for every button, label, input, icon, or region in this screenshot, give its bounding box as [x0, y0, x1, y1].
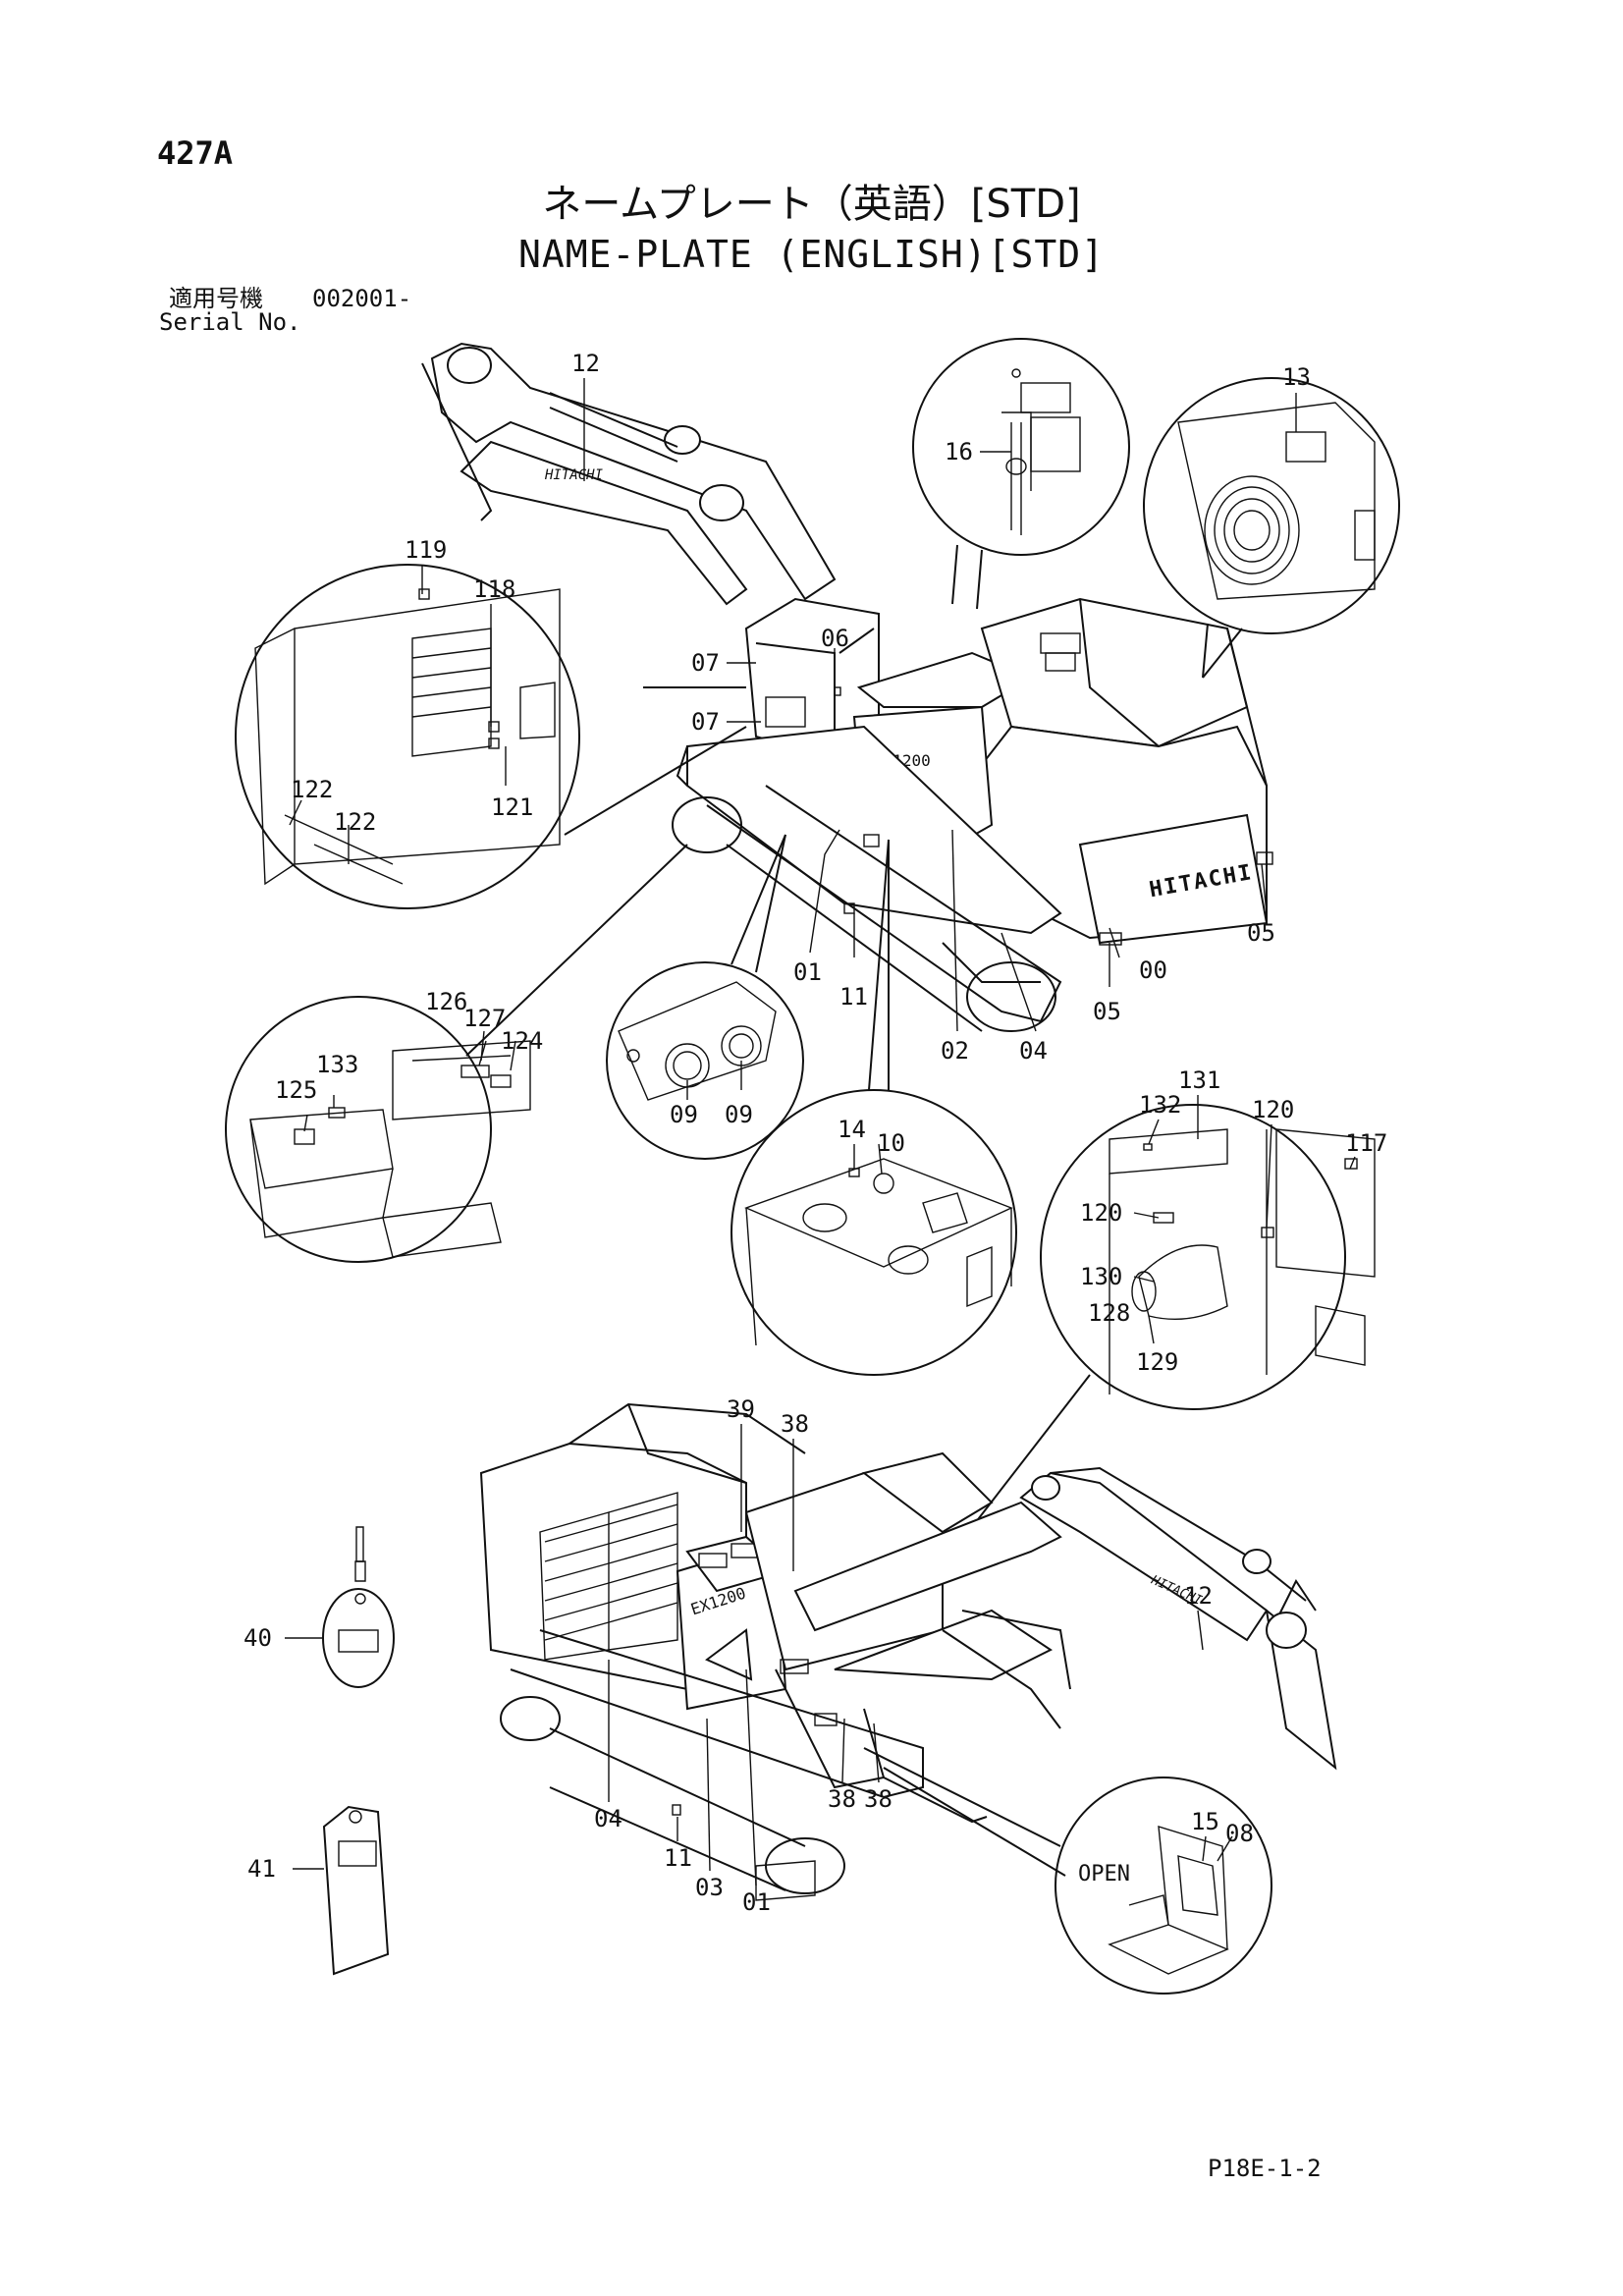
page-number: 427A [157, 135, 234, 172]
upper-excavator-drawing: HITACHI EX1200 HITACHI [421, 342, 1273, 1032]
callout-label: 128 [1088, 1299, 1130, 1327]
detail-circle-open-cover: OPEN [863, 1747, 1272, 1995]
callout-label: 01 [793, 958, 822, 986]
callout-label: 126 [425, 988, 467, 1015]
callout-label: 127 [463, 1005, 506, 1032]
serial-label-english: Serial No. [159, 308, 301, 336]
callout-label: 01 [742, 1888, 771, 1916]
callout-label: 10 [877, 1129, 905, 1157]
callout-label: 15 [1191, 1808, 1219, 1835]
callout-label: 120 [1252, 1096, 1294, 1123]
serial-label-japanese: 適用号機 [169, 285, 263, 312]
boom-logo-upper: HITACHI [544, 467, 604, 483]
callout-label: 03 [695, 1874, 724, 1901]
callout-label: 07 [691, 708, 720, 736]
callout-label: 11 [664, 1844, 692, 1872]
page-title-japanese: ネームプレート（英語）[STD] [542, 182, 1081, 227]
callout-label: 00 [1139, 957, 1167, 984]
callout-label: 12 [1184, 1582, 1213, 1610]
callout-label: 04 [594, 1805, 622, 1832]
callout-label: 16 [945, 438, 973, 465]
callout-label: 06 [821, 625, 849, 652]
callout-label: 13 [1282, 363, 1311, 391]
callout-label: 12 [571, 350, 600, 377]
key-tag-drawing [322, 1526, 395, 1688]
callout-label: 122 [334, 808, 376, 836]
open-label: OPEN [1078, 1862, 1130, 1886]
detail-circle-switches [606, 834, 804, 1160]
callout-label: 121 [491, 793, 533, 821]
callout-label: 11 [839, 983, 868, 1011]
callout-label: 119 [405, 536, 447, 564]
callout-label: 05 [1247, 919, 1275, 947]
callout-label: 118 [473, 575, 515, 603]
callout-label: 117 [1345, 1129, 1387, 1157]
callout-label: 133 [316, 1051, 358, 1078]
callout-label: 40 [243, 1624, 272, 1652]
serial-number: 002001- [312, 285, 412, 312]
detail-circle-tank-top [730, 839, 1017, 1376]
detail-circle-control-console [225, 844, 688, 1263]
tag-drawing [322, 1805, 390, 1976]
callout-label: 130 [1080, 1263, 1122, 1290]
callout-label: 14 [838, 1116, 866, 1143]
callout-label: 38 [781, 1410, 809, 1438]
callout-label: 39 [727, 1395, 755, 1423]
page-title-english: NAME-PLATE (ENGLISH)[STD] [518, 233, 1105, 276]
callout-label: 129 [1136, 1348, 1178, 1376]
detail-circle-radiator [1143, 377, 1400, 679]
callout-label: 04 [1019, 1037, 1048, 1065]
callout-label: 02 [941, 1037, 969, 1065]
callout-label: 122 [291, 776, 333, 803]
callout-label: 125 [275, 1076, 317, 1104]
footer-code: P18E-1-2 [1208, 2155, 1322, 2182]
callout-label: 41 [247, 1855, 276, 1883]
callout-label: 120 [1080, 1199, 1122, 1227]
callout-label: 38 [864, 1785, 893, 1813]
callout-label: 09 [670, 1101, 698, 1128]
callout-labels: 12 13 16 119 118 06 07 07 122 122 121 01… [243, 350, 1387, 1916]
callout-label: 08 [1225, 1820, 1254, 1847]
detail-circle-cab-interior-left [235, 564, 747, 909]
callout-label: 38 [828, 1785, 856, 1813]
callout-label: 132 [1139, 1091, 1181, 1119]
detail-circle-cab-interior-right [971, 1104, 1376, 1528]
callout-leaders [285, 378, 1356, 1886]
lower-excavator-drawing: EX1200 HITACHI [479, 1402, 1337, 1901]
detail-circle-valve [912, 338, 1130, 610]
callout-label: 09 [725, 1101, 753, 1128]
callout-label: 07 [691, 649, 720, 677]
callout-label: 05 [1093, 998, 1121, 1025]
callout-label: 124 [501, 1027, 543, 1055]
callout-label: 131 [1178, 1066, 1220, 1094]
